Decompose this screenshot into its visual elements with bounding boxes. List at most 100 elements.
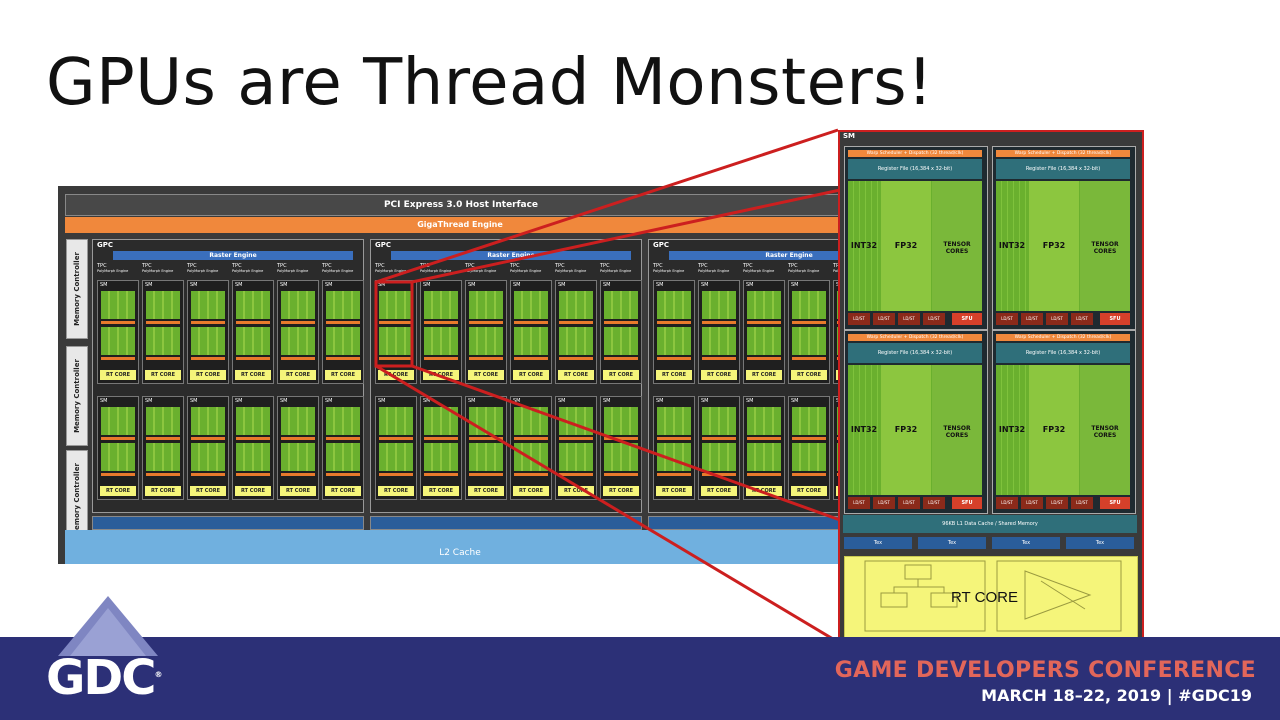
register-strip	[702, 473, 736, 476]
rt-core: RT CORE	[100, 370, 136, 380]
warp-scheduler: Warp Scheduler + Dispatch (32 thread/clk…	[996, 150, 1130, 157]
register-strip	[379, 321, 413, 324]
register-strip	[236, 321, 270, 324]
ldst-unit: LD/ST	[1071, 313, 1093, 325]
register-strip	[702, 321, 736, 324]
cuda-cores	[657, 291, 691, 319]
ldst-unit: LD/ST	[873, 313, 895, 325]
register-strip	[424, 437, 458, 440]
rt-core: RT CORE	[746, 370, 782, 380]
rt-core: RT CORE	[145, 486, 181, 496]
register-strip	[514, 473, 548, 476]
int32-label: INT32	[850, 425, 878, 434]
register-strip	[747, 473, 781, 476]
register-strip	[191, 437, 225, 440]
tpc-name: TPC	[187, 263, 197, 269]
register-strip	[657, 357, 691, 360]
ldst-unit: LD/ST	[873, 497, 895, 509]
sm-processing-block: Warp Scheduler + Dispatch (32 thread/clk…	[844, 330, 988, 514]
ldst-unit: LD/ST	[923, 497, 945, 509]
sfu-unit: SFU	[1100, 313, 1130, 325]
rt-core: RT CORE	[235, 370, 271, 380]
rt-core: RT CORE	[235, 486, 271, 496]
rt-core: RT CORE	[468, 486, 504, 496]
rt-core: RT CORE	[325, 370, 361, 380]
cuda-cores	[559, 407, 593, 435]
sm-label: SM	[468, 398, 476, 404]
tensor-cores: TENSOR CORES	[932, 365, 982, 495]
gpc-label: GPC	[97, 241, 114, 249]
register-strip	[604, 357, 638, 360]
rt-core: RT CORE	[656, 486, 692, 496]
polymorph-engine: PolyMorph Engine	[788, 269, 820, 273]
sm-label: SM	[603, 398, 611, 404]
cuda-cores	[191, 291, 225, 319]
rt-core: RT CORE	[558, 370, 594, 380]
register-strip	[101, 473, 135, 476]
cuda-cores	[702, 327, 736, 355]
tpc-name: TPC	[232, 263, 242, 269]
cuda-cores	[702, 443, 736, 471]
cuda-cores	[792, 291, 826, 319]
memory-controller-label: Memory Controller	[73, 252, 81, 326]
cuda-cores	[101, 291, 135, 319]
sm-label: SM	[656, 398, 664, 404]
register-strip	[657, 473, 691, 476]
conference-dates: MARCH 18–22, 2019 | #GDC19	[981, 686, 1252, 705]
ldst-unit: LD/ST	[848, 497, 870, 509]
ldst-unit: LD/ST	[996, 497, 1018, 509]
ldst-unit: LD/ST	[848, 313, 870, 325]
cuda-cores	[191, 443, 225, 471]
cuda-cores	[191, 327, 225, 355]
register-strip	[236, 357, 270, 360]
cuda-cores	[469, 443, 503, 471]
register-strip	[604, 437, 638, 440]
register-strip	[792, 473, 826, 476]
cuda-cores	[236, 443, 270, 471]
cuda-cores	[281, 443, 315, 471]
rt-core: RT CORE	[468, 370, 504, 380]
polymorph-engine: PolyMorph Engine	[743, 269, 775, 273]
gdc-logo: GDC®	[46, 650, 162, 706]
sfu-unit: SFU	[952, 497, 982, 509]
ldst-unit: LD/ST	[923, 313, 945, 325]
cuda-cores	[326, 291, 360, 319]
register-strip	[657, 321, 691, 324]
register-strip	[604, 321, 638, 324]
register-strip	[747, 357, 781, 360]
polymorph-engine: PolyMorph Engine	[698, 269, 730, 273]
cuda-cores	[792, 407, 826, 435]
rt-core: RT CORE	[603, 486, 639, 496]
register-strip	[702, 357, 736, 360]
tex-unit: Tex	[844, 537, 912, 549]
cuda-cores	[469, 407, 503, 435]
rt-core: RT CORE	[701, 486, 737, 496]
tpc-name: TPC	[277, 263, 287, 269]
rt-core-block: RT CORE	[844, 556, 1138, 642]
register-strip	[146, 437, 180, 440]
register-strip	[191, 321, 225, 324]
sm-label: SM	[100, 398, 108, 404]
register-strip	[191, 473, 225, 476]
cuda-cores	[792, 443, 826, 471]
sm-unit: SM RT CORE	[653, 396, 695, 500]
register-strip	[424, 321, 458, 324]
register-strip	[702, 437, 736, 440]
